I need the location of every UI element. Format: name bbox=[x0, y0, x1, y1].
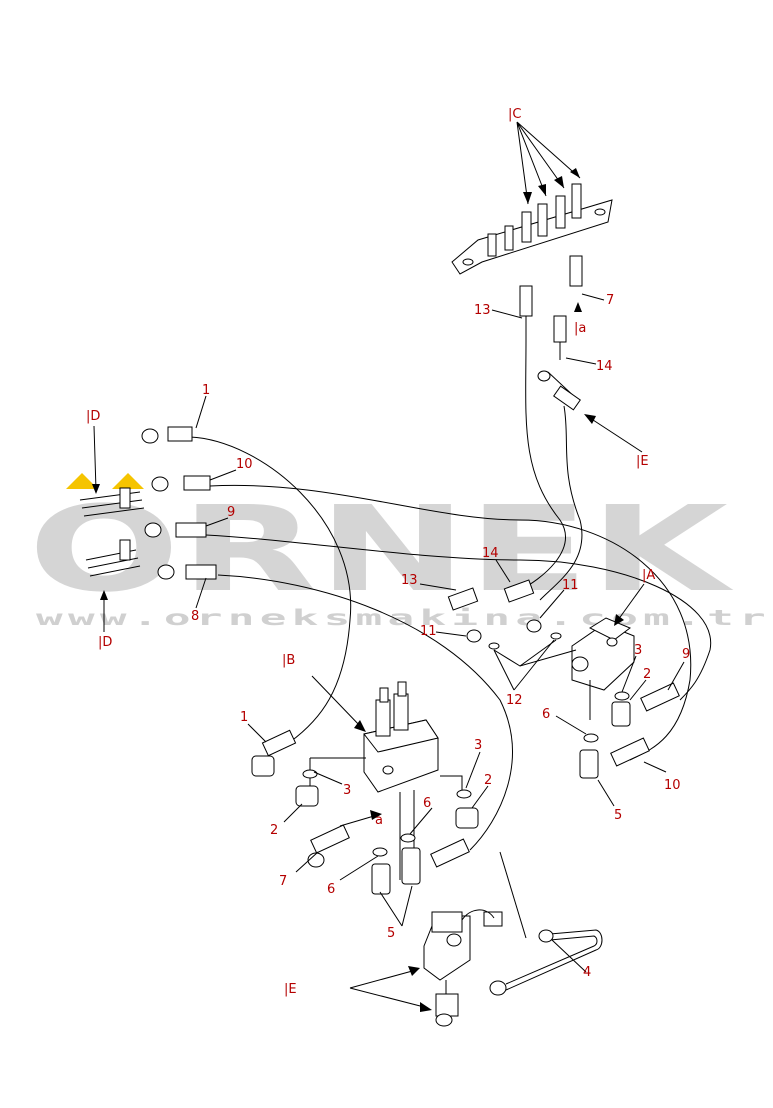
part-6-mid: 6 bbox=[423, 796, 431, 811]
labels: |C |D |D |A |B |E |E |a a 1 10 9 8 13 7 … bbox=[86, 107, 690, 997]
solenoid-assembly bbox=[423, 909, 603, 1027]
watermark-accent-right bbox=[112, 473, 144, 489]
watermark-brand: ORNEK bbox=[28, 480, 735, 618]
callout-b: |B bbox=[282, 653, 295, 668]
valve-block-a bbox=[447, 579, 680, 779]
part-9-top: 9 bbox=[227, 505, 235, 520]
part-3-mid: 3 bbox=[474, 738, 482, 753]
part-6-right: 6 bbox=[542, 707, 550, 722]
callout-a-mid: a bbox=[375, 813, 383, 828]
part-14-mid: 14 bbox=[482, 546, 499, 561]
watermark: ORNEK www.orneksmakina.com.tr bbox=[28, 473, 771, 630]
callout-d-top: |D bbox=[86, 409, 100, 424]
hoses bbox=[141, 426, 712, 851]
valve-block-b bbox=[251, 681, 479, 895]
part-13-top: 13 bbox=[474, 303, 491, 318]
callout-a: |A bbox=[642, 568, 655, 583]
part-1-left: 1 bbox=[240, 710, 248, 725]
part-5-left: 5 bbox=[387, 926, 395, 941]
part-3-right: 3 bbox=[634, 643, 642, 658]
manifold-plate bbox=[451, 183, 613, 601]
part-4: 4 bbox=[583, 965, 591, 980]
part-11-right: 11 bbox=[562, 578, 579, 593]
leader-lines bbox=[92, 121, 685, 1012]
part-12: 12 bbox=[506, 693, 523, 708]
part-13-mid: 13 bbox=[401, 573, 418, 588]
pipes-left bbox=[79, 487, 145, 577]
part-7-left: 7 bbox=[279, 874, 287, 889]
part-3-left: 3 bbox=[343, 783, 351, 798]
part-2-right: 2 bbox=[643, 667, 651, 682]
part-6-left: 6 bbox=[327, 882, 335, 897]
part-2-left: 2 bbox=[270, 823, 278, 838]
part-2-mid: 2 bbox=[484, 773, 492, 788]
part-10-right: 10 bbox=[664, 778, 681, 793]
part-14-top: 14 bbox=[596, 359, 613, 374]
watermark-site: www.orneksmakina.com.tr bbox=[36, 606, 771, 630]
callout-d-bottom: |D bbox=[98, 635, 112, 650]
callout-e-left: |E bbox=[284, 982, 297, 997]
part-11-left: 11 bbox=[420, 624, 437, 639]
callout-e-right: |E bbox=[636, 454, 649, 469]
part-5-right: 5 bbox=[614, 808, 622, 823]
part-10-top: 10 bbox=[236, 457, 253, 472]
part-9-right: 9 bbox=[682, 647, 690, 662]
callout-a-top: |a bbox=[574, 321, 586, 336]
part-7-top: 7 bbox=[606, 293, 614, 308]
callout-c: |C bbox=[508, 107, 521, 122]
part-1-top: 1 bbox=[202, 383, 210, 398]
watermark-accent-left bbox=[66, 473, 98, 489]
part-8: 8 bbox=[191, 609, 199, 624]
